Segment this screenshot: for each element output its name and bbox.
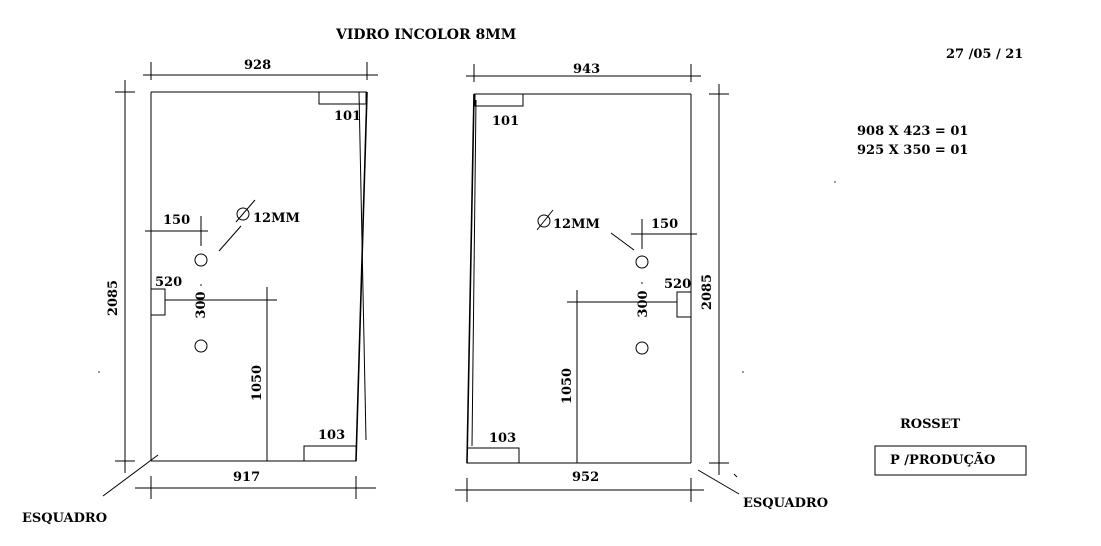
right-hole-lower	[635, 341, 649, 355]
left-diameter-icon	[235, 199, 256, 223]
production-stamp-label: P /PRODUÇÃO	[890, 452, 995, 468]
left-top-dimension-line	[143, 62, 378, 80]
right-square-tick	[733, 473, 738, 478]
right-hole-spacing: 300	[636, 290, 651, 317]
right-top-corner-label: 101	[492, 114, 519, 129]
left-edge-notch	[150, 288, 166, 316]
left-hole-diameter: 12MM	[253, 211, 300, 226]
right-edge-notch	[676, 291, 692, 318]
left-bottom-dimension-line	[135, 476, 376, 499]
summary-line-2: 925 X 350 = 01	[857, 143, 968, 158]
drawing-title: VIDRO INCOLOR 8MM	[335, 27, 516, 43]
right-hole-upper	[635, 255, 649, 269]
left-edge-notch-label: 520	[155, 275, 182, 290]
left-bottom-corner-label: 103	[318, 428, 345, 443]
left-panel: 928 101 2085 150 12MM 300 520	[22, 58, 378, 526]
right-bottom-corner-notch	[466, 447, 520, 464]
right-bottom-dimension-line	[455, 478, 704, 502]
left-hole-upper	[194, 253, 208, 267]
right-top-corner-notch	[474, 93, 524, 107]
left-height: 2085	[106, 280, 121, 316]
left-bottom-width: 917	[233, 470, 260, 485]
left-hole-leader	[218, 225, 242, 252]
right-square-label: ESQUADRO	[743, 496, 828, 511]
right-edge-notch-label: 520	[664, 277, 691, 292]
right-hole-leader	[610, 232, 635, 251]
right-stray-dot	[742, 371, 744, 373]
left-square-leader	[102, 454, 159, 497]
left-height-dimension-line	[115, 80, 135, 473]
production-stamp-box	[874, 445, 1027, 476]
right-hole-diameter: 12MM	[553, 217, 600, 232]
left-top-width: 928	[244, 58, 271, 73]
right-square-leader	[697, 469, 740, 495]
left-hole-height: 1050	[250, 365, 265, 401]
left-top-corner-label: 101	[334, 109, 361, 124]
right-bottom-corner-label: 103	[489, 431, 516, 446]
left-top-corner-notch	[318, 91, 367, 105]
left-bottom-corner-notch	[303, 445, 357, 462]
right-top-dimension-line	[466, 64, 701, 82]
left-hole-axis-dot	[200, 284, 202, 286]
drawing-date: 27 /05 / 21	[946, 47, 1023, 62]
left-stray-dot	[98, 371, 100, 373]
left-hole-lower	[194, 339, 208, 353]
left-panel-outline	[150, 91, 368, 462]
right-top-width: 943	[573, 62, 600, 77]
right-panel: 943 101 2085 150 12MM 300 520	[455, 62, 828, 511]
left-hole-offset: 150	[163, 213, 190, 228]
right-diameter-icon	[536, 209, 554, 231]
right-height: 2085	[700, 274, 715, 310]
right-hole-axis-dot	[641, 282, 643, 284]
right-height-dimension-line	[709, 84, 729, 475]
right-panel-outline	[466, 93, 692, 464]
right-hole-height: 1050	[560, 368, 575, 404]
client-name: ROSSET	[900, 417, 961, 432]
left-square-label: ESQUADRO	[22, 511, 107, 526]
right-hole-offset: 150	[651, 217, 678, 232]
left-hole-spacing: 300	[194, 291, 209, 318]
stray-dot	[834, 181, 836, 183]
right-bottom-width: 952	[572, 470, 599, 485]
summary-line-1: 908 X 423 = 01	[857, 124, 968, 139]
